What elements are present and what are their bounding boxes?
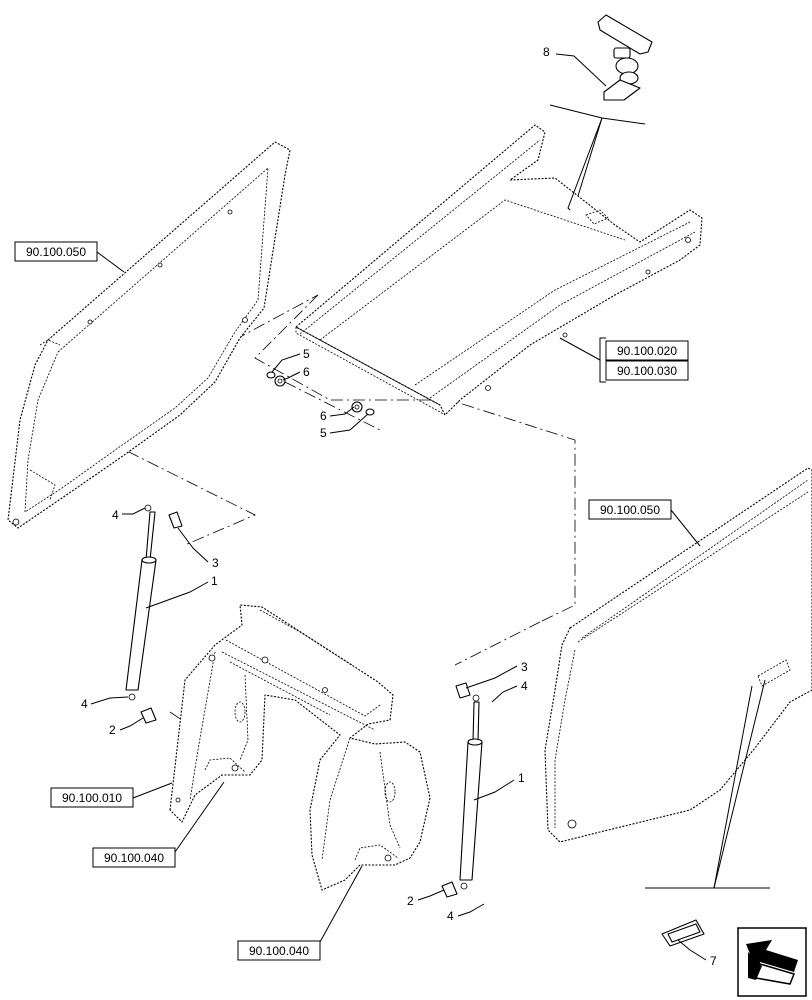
callout-strut-left-bottom-clip: 4 bbox=[81, 696, 129, 711]
svg-text:1: 1 bbox=[518, 771, 525, 785]
svg-text:90.100.040: 90.100.040 bbox=[249, 944, 309, 958]
svg-text:1: 1 bbox=[211, 574, 218, 588]
svg-text:2: 2 bbox=[109, 723, 116, 737]
ref-frame-left-leader bbox=[132, 782, 173, 799]
callout-strut-left-bottom-stud: 2 bbox=[109, 717, 144, 737]
callout-handle: 7 bbox=[677, 939, 717, 968]
ref-frame-left[interactable]: 90.100.010 bbox=[50, 787, 134, 808]
callout-latch: 8 bbox=[543, 45, 607, 87]
callout-strut-left-top-clip: 4 bbox=[112, 507, 146, 522]
ref-right-panel-leader bbox=[670, 509, 701, 547]
next-view-arrow-icon[interactable] bbox=[737, 927, 807, 997]
svg-text:90.100.050: 90.100.050 bbox=[26, 245, 86, 259]
svg-text:8: 8 bbox=[543, 45, 550, 59]
ref-frame-bracket-left-leader bbox=[174, 781, 225, 853]
ref-hood-top[interactable]: 90.100.020 90.100.030 bbox=[599, 337, 689, 383]
callout-strut-left-top-stud: 3 bbox=[177, 527, 219, 570]
svg-text:4: 4 bbox=[447, 909, 454, 923]
ref-frame-bracket-right-leader bbox=[319, 865, 363, 943]
svg-text:6: 6 bbox=[303, 365, 310, 379]
right-side-panel bbox=[544, 467, 812, 843]
callout-strut-right-top-clip: 4 bbox=[491, 679, 528, 703]
callout-washer-lower: 5 bbox=[320, 413, 369, 440]
svg-text:3: 3 bbox=[212, 556, 219, 570]
ref-right-panel[interactable]: 90.100.050 bbox=[588, 499, 672, 520]
svg-text:90.100.050: 90.100.050 bbox=[600, 503, 660, 517]
callout-washer-upper: 5 bbox=[271, 347, 310, 373]
svg-text:3: 3 bbox=[521, 660, 528, 674]
handle-pointer bbox=[645, 679, 770, 889]
upper-left-side-panel bbox=[7, 141, 291, 529]
svg-text:5: 5 bbox=[303, 347, 310, 361]
hood-top-panel bbox=[295, 124, 703, 416]
fasteners-upper bbox=[266, 371, 286, 387]
gas-strut-right bbox=[441, 682, 483, 898]
svg-text:90.100.040: 90.100.040 bbox=[104, 851, 164, 865]
svg-text:5: 5 bbox=[320, 426, 327, 440]
callout-nut-upper: 6 bbox=[282, 365, 310, 381]
svg-text:4: 4 bbox=[81, 697, 88, 711]
callout-strut-right-top-stud: 3 bbox=[465, 660, 528, 689]
callout-strut-right-bottom-clip: 4 bbox=[447, 903, 485, 923]
svg-text:90.100.010: 90.100.010 bbox=[62, 791, 122, 805]
callout-nut-lower: 6 bbox=[320, 406, 355, 423]
svg-text:90.100.020: 90.100.020 bbox=[617, 344, 677, 358]
gas-strut-left bbox=[125, 504, 183, 724]
latch-handle bbox=[597, 14, 653, 101]
svg-text:4: 4 bbox=[521, 679, 528, 693]
svg-text:4: 4 bbox=[112, 508, 119, 522]
hood-support-frame bbox=[169, 604, 431, 891]
ref-frame-bracket-left[interactable]: 90.100.040 bbox=[92, 847, 176, 868]
svg-text:6: 6 bbox=[320, 409, 327, 423]
ref-upper-left-panel[interactable]: 90.100.050 bbox=[14, 241, 98, 262]
fasteners-lower bbox=[351, 401, 375, 416]
callout-strut-right: 1 bbox=[473, 771, 525, 801]
ref-frame-bracket-right[interactable]: 90.100.040 bbox=[237, 940, 321, 961]
svg-text:7: 7 bbox=[710, 954, 717, 968]
callout-strut-left: 1 bbox=[145, 574, 218, 609]
svg-text:90.100.030: 90.100.030 bbox=[617, 364, 677, 378]
recessed-handle bbox=[661, 919, 705, 947]
svg-text:2: 2 bbox=[407, 894, 414, 908]
latch-pointer bbox=[549, 104, 646, 211]
callout-strut-right-bottom-stud: 2 bbox=[407, 889, 445, 908]
ref-upper-left-panel-leader bbox=[96, 251, 125, 273]
ref-hood-top-leader bbox=[559, 337, 601, 361]
